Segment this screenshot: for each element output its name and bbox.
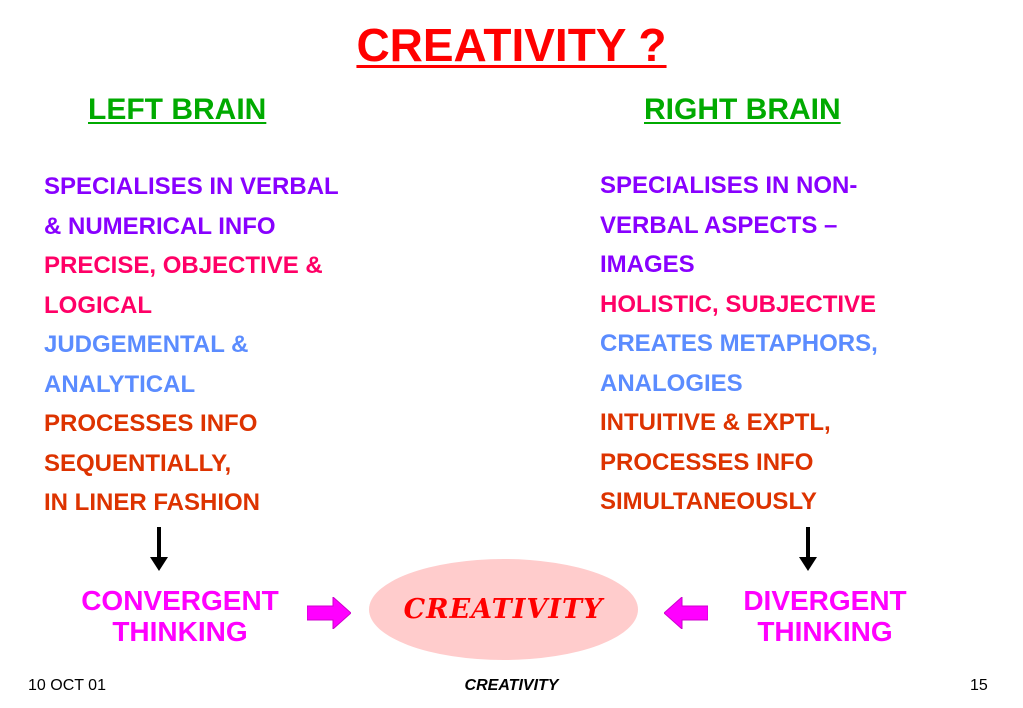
right-brain-line: PROCESSES INFO: [600, 448, 814, 476]
right-arrow-icon: [307, 597, 351, 629]
right-down-arrow-icon: [799, 527, 817, 571]
left-arrow-icon: [664, 597, 708, 629]
footer-title: CREATIVITY: [464, 677, 559, 694]
convergent-thinking-label: CONVERGENT THINKING: [50, 585, 310, 647]
right-brain-line: CREATES METAPHORS,: [600, 330, 878, 357]
creativity-center-label: CREATIVITY: [403, 594, 604, 625]
left-brain-line: PROCESSES INFO: [44, 410, 258, 437]
creativity-ellipse: [369, 559, 638, 660]
right-brain-line: INTUITIVE & EXPTL,: [600, 409, 831, 436]
right-brain-line: VERBAL ASPECTS –: [600, 211, 838, 239]
left-brain-line: PRECISE, OBJECTIVE &: [44, 252, 323, 279]
right-brain-line: IMAGES: [600, 251, 695, 278]
left-down-arrow-icon: [150, 527, 168, 571]
right-brain-line: ANALOGIES: [600, 369, 743, 397]
left-brain-line: SPECIALISES IN VERBAL: [44, 173, 339, 200]
left-brain-line: JUDGEMENTAL &: [44, 331, 249, 358]
divergent-line-1: DIVERGENT: [743, 585, 907, 616]
slide-title-text: CREATIVITY ?: [356, 19, 667, 71]
left-brain-line: ANALYTICAL: [44, 370, 196, 398]
convergent-line-1: CONVERGENT: [81, 585, 279, 616]
footer-page-number: 15: [970, 677, 988, 694]
right-brain-line: HOLISTIC, SUBJECTIVE: [600, 290, 877, 318]
left-brain-list: SPECIALISES IN VERBAL & NUMERICAL INFO PRE…: [44, 167, 339, 523]
convergent-line-2: THINKING: [112, 616, 248, 647]
right-brain-heading: RIGHT BRAIN: [644, 93, 841, 126]
slide-title: CREATIVITY ?: [0, 18, 1023, 72]
left-brain-line: LOGICAL: [44, 291, 152, 319]
right-brain-line: SPECIALISES IN NON-: [600, 172, 858, 199]
divergent-line-2: THINKING: [757, 616, 893, 647]
divergent-thinking-label: DIVERGENT THINKING: [695, 585, 955, 647]
left-brain-line: & NUMERICAL INFO: [44, 212, 276, 240]
right-brain-list: SPECIALISES IN NON- VERBAL ASPECTS – IMAGE…: [600, 166, 878, 522]
left-brain-heading: LEFT BRAIN: [88, 93, 267, 126]
left-brain-line: IN LINER FASHION: [44, 489, 261, 516]
right-brain-line: SIMULTANEOUSLY: [600, 488, 817, 515]
footer-date: 10 OCT 01: [28, 677, 106, 694]
left-brain-line: SEQUENTIALLY,: [44, 449, 232, 477]
